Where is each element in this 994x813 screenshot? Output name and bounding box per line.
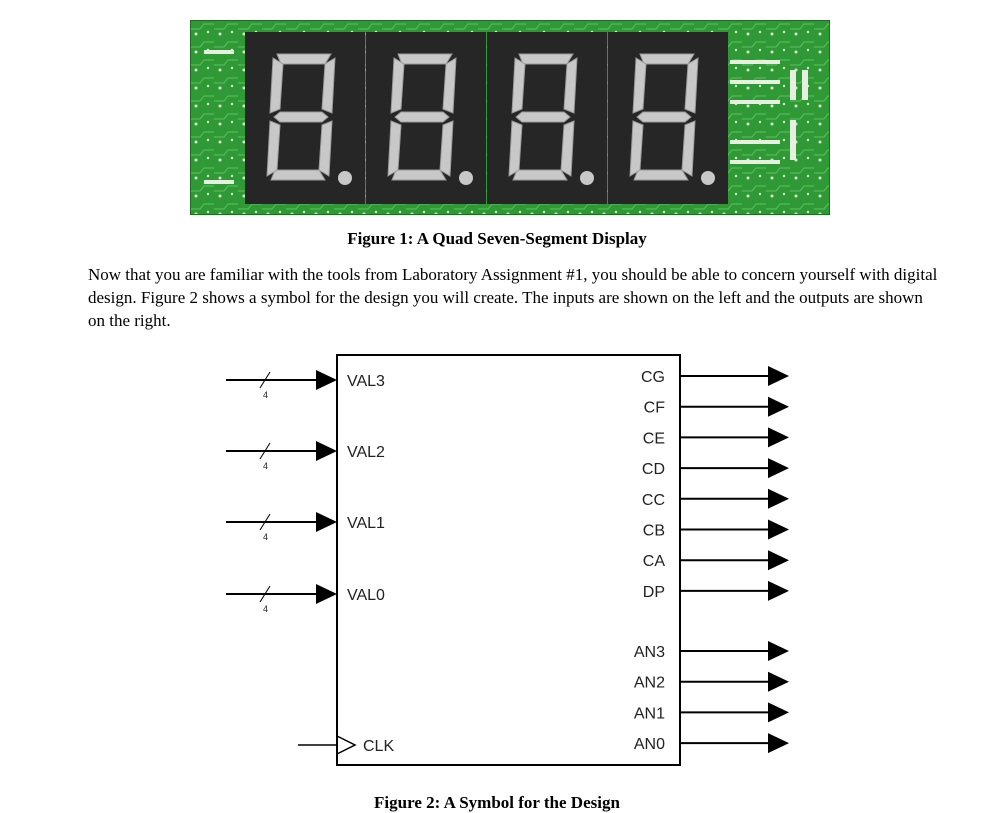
- digit-segment: [633, 169, 689, 181]
- display-digit: [245, 32, 365, 204]
- output-dp: DP: [643, 580, 789, 601]
- output-label: AN3: [634, 644, 665, 661]
- output-label: CD: [642, 461, 665, 478]
- display-digit: [366, 32, 486, 204]
- output-label: CE: [643, 430, 665, 447]
- symbol-block: [336, 354, 681, 766]
- seven-segment-display-image: [190, 20, 830, 215]
- output-label: CF: [644, 400, 666, 417]
- output-label: CA: [643, 553, 666, 570]
- output-cd: CD: [642, 458, 789, 479]
- output-an0: AN0: [634, 733, 789, 754]
- digit-segment: [276, 53, 332, 65]
- output-label: CC: [642, 492, 665, 509]
- digit-segment: [391, 169, 447, 181]
- digit-segment: [390, 57, 405, 114]
- digit-segment: [394, 111, 450, 123]
- figure-2-caption: Figure 2: A Symbol for the Design: [374, 793, 620, 812]
- digit-segment: [397, 53, 453, 65]
- figure-1-caption: Figure 1: A Quad Seven-Segment Display: [347, 229, 647, 248]
- output-an2: AN2: [634, 671, 789, 692]
- output-cb: CB: [643, 519, 789, 540]
- digit-segment: [512, 169, 568, 181]
- display-digit: [608, 32, 728, 204]
- output-label: CG: [641, 369, 665, 386]
- output-label: DP: [643, 584, 665, 601]
- digit-segment: [442, 57, 457, 114]
- digit-segment: [266, 120, 281, 177]
- bus-width-label: 4: [263, 604, 268, 614]
- input-label-val1: VAL1: [347, 515, 385, 532]
- digit-segment: [515, 111, 571, 123]
- digit-segment: [629, 120, 644, 177]
- output-label: AN1: [634, 705, 665, 722]
- digit-segment: [387, 120, 402, 177]
- digit-segment: [636, 111, 692, 123]
- bus-width-label: 4: [263, 532, 268, 542]
- output-an1: AN1: [634, 702, 789, 723]
- input-val1: 4 VAL1: [226, 512, 385, 542]
- input-label-val3: VAL3: [347, 373, 385, 390]
- display-digit: [487, 32, 607, 204]
- input-clk: CLK: [298, 735, 394, 755]
- input-label-val0: VAL0: [347, 587, 385, 604]
- output-ce: CE: [643, 427, 789, 448]
- input-val2: 4 VAL2: [226, 441, 385, 471]
- output-ca: CA: [643, 550, 789, 571]
- output-cg: CG: [641, 366, 789, 386]
- digit-segment: [632, 57, 647, 114]
- digit-segment: [511, 57, 526, 114]
- decimal-point: [338, 171, 352, 185]
- output-label: CB: [643, 523, 665, 540]
- output-label: AN0: [634, 736, 665, 753]
- output-an3: AN3: [634, 641, 789, 661]
- output-cc: CC: [642, 488, 789, 509]
- digit-segment: [563, 57, 578, 114]
- decimal-point: [459, 171, 473, 185]
- input-val3: 4 VAL3: [226, 370, 385, 400]
- design-symbol-diagram: 4 VAL3 4 VAL2 4 VAL1 4 VAL0 CLK CG CF CE CD…: [226, 354, 789, 766]
- decimal-point: [580, 171, 594, 185]
- decimal-point: [701, 171, 715, 185]
- digit-segment: [321, 57, 336, 114]
- body-paragraph: Now that you are familiar with the tools…: [88, 265, 938, 330]
- output-cf: CF: [644, 396, 789, 417]
- digit-segment: [508, 120, 523, 177]
- digit-segment: [273, 111, 329, 123]
- digit-segment: [639, 53, 695, 65]
- digit-segment: [270, 169, 326, 181]
- clock-label: CLK: [363, 738, 394, 755]
- bus-width-label: 4: [263, 461, 268, 471]
- digit-segment: [518, 53, 574, 65]
- digit-segment: [269, 57, 284, 114]
- input-label-val2: VAL2: [347, 444, 385, 461]
- input-val0: 4 VAL0: [226, 584, 385, 614]
- bus-width-label: 4: [263, 390, 268, 400]
- digit-segment: [684, 57, 699, 114]
- output-label: AN2: [634, 675, 665, 692]
